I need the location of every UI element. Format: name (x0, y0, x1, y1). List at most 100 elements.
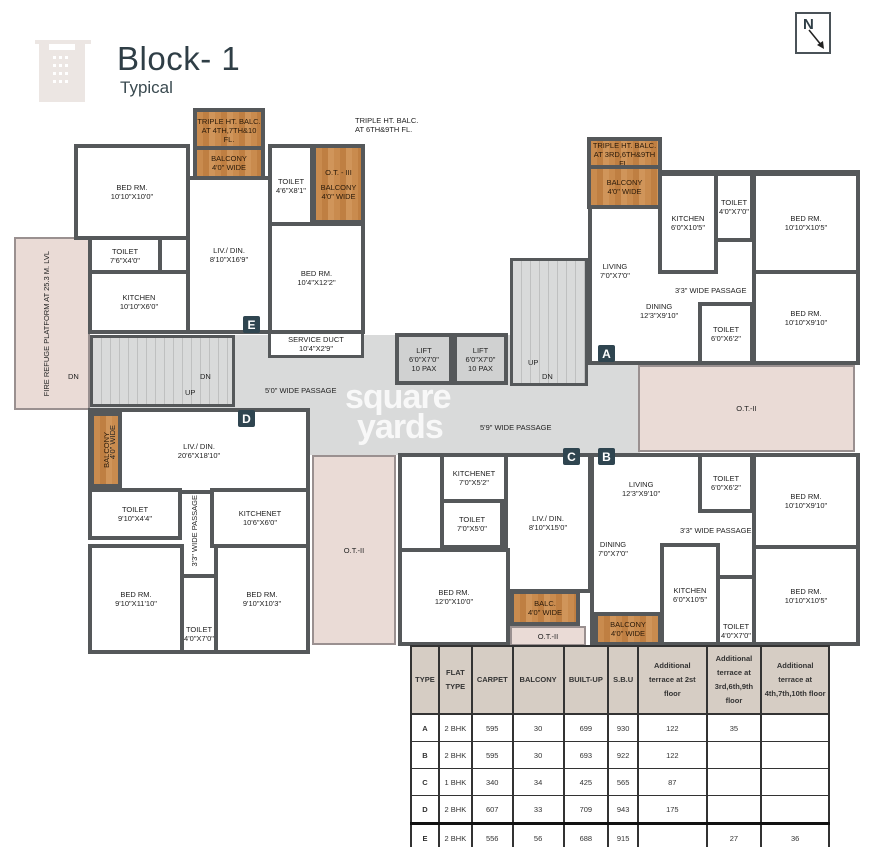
column-header: BALCONY (511, 645, 565, 715)
bedroom: BED RM.12'0"X10'0" (398, 548, 510, 646)
room-size: 10'10"X9'10" (784, 317, 828, 327)
building-icon (35, 40, 91, 102)
table-cell (705, 795, 763, 824)
table-cell: 27 (705, 822, 763, 847)
bedroom: BED RM.10'10"X9'10" (752, 270, 860, 365)
table-cell: 699 (562, 713, 610, 742)
table-cell: 709 (562, 795, 610, 824)
room-size: 4'0" WIDE (527, 608, 563, 617)
room-size: 12'0"X10'0" (434, 597, 474, 606)
stair-up-label: UP (185, 388, 196, 397)
table-cell: 425 (562, 768, 610, 796)
room-name: LIV./ DIN. (183, 442, 215, 451)
table-cell: 693 (562, 741, 610, 769)
room-size: 9'10"X4'4" (117, 514, 153, 523)
bedroom: BED RM.9'10"X11'10" (88, 544, 184, 654)
room-name: KITCHENET (238, 509, 282, 518)
table-cell: 36 (760, 822, 830, 847)
balcony-size: 4'0" WIDE (108, 425, 117, 460)
stair-dn-label: DN (200, 372, 211, 381)
unit-badge-d: D (238, 410, 255, 427)
table-cell (760, 768, 830, 796)
room-name: TOILET (111, 247, 139, 256)
table-cell: 595 (470, 713, 514, 742)
table-cell (760, 713, 830, 742)
room-size: 4'0" WIDE (321, 191, 356, 201)
table-cell (760, 741, 830, 769)
label-text: 7'0"X7'0" (598, 549, 628, 558)
room-name: KITCHENET (452, 469, 496, 478)
table-cell: 556 (470, 822, 514, 847)
stair-up-label: UP (528, 358, 539, 367)
room-name: O.T. - III (325, 167, 352, 177)
label-text: LIVING (602, 262, 628, 271)
table-cell: 87 (637, 768, 708, 796)
column-header: Additional terrace at 2st floor (637, 645, 708, 715)
table-cell: 30 (511, 713, 565, 742)
room-size: 6'0"x7'0" (465, 354, 496, 364)
room-size: 6'0"X6'2" (711, 333, 741, 343)
table-cell: 565 (607, 768, 640, 796)
open-terrace: O.T.-II (638, 365, 855, 452)
open-terrace: O.T.-II (510, 626, 586, 646)
table-cell: 2 BHK (437, 713, 473, 742)
table-cell (760, 795, 830, 824)
table-cell (705, 768, 763, 796)
room-size: 20'6"X18'10" (177, 451, 221, 460)
label-text: DINING (599, 540, 627, 549)
room-size: 4'0"X7'0" (721, 630, 751, 640)
bedroom: BED RM.10'10"X10'5" (752, 545, 860, 646)
staircase-right (510, 258, 588, 386)
table-cell: 175 (637, 795, 708, 824)
bedroom: BED RM.10'10"X10'0" (74, 144, 190, 240)
table-cell: 1 BHK (437, 768, 473, 796)
label-text: square (345, 378, 451, 416)
label-text: yards (357, 408, 444, 446)
room-name: TOILET (712, 474, 740, 483)
room-size: 6'0"x7'0" (409, 354, 439, 364)
room-name: TOILET (121, 505, 149, 514)
passage-label: 3'3" WIDE PASSAGE (675, 286, 747, 295)
room-name: BALCONY (606, 178, 643, 187)
room-size: 6'0"X10'5" (672, 594, 708, 604)
room-name: BALC. (534, 599, 556, 608)
room-name: BALCONY (320, 182, 357, 192)
room-size: 4'0" WIDE (610, 629, 646, 638)
room-size: 10 PAX (468, 363, 493, 373)
room-size: 4'0"X7'0" (719, 207, 749, 216)
room-name: BED RM. (438, 588, 470, 597)
living-dining: LIV./ DIN.8'10"X16'9" (186, 176, 272, 334)
bedroom: BED RM.10'4"X12'2" (268, 222, 365, 334)
column-header: Additional terrace at 4th,7th,10th floor (760, 645, 830, 715)
room-name: BED RM. (120, 590, 152, 599)
column-header: TYPE (410, 645, 440, 715)
table-cell: 30 (511, 741, 565, 769)
label-text: 12'3"X9'10" (640, 311, 679, 320)
triple-height-balcony: TRIPLE HT. BALC. AT 3RD,6TH&9TH FL. (587, 137, 662, 168)
room-name: BED RM. (790, 214, 822, 223)
bedroom: BED RM.10'10"X10'5" (752, 172, 860, 274)
room-name: BED RM. (246, 590, 278, 599)
room-size: 7'0"X5'0" (457, 524, 487, 533)
balcony: BALCONY (90, 412, 122, 488)
room-name: TOILET (458, 515, 486, 524)
room-size: 8'10"X15'0" (528, 523, 568, 532)
table-cell: 2 BHK (437, 822, 473, 847)
room-name: SERVICE DUCT (288, 335, 344, 344)
room-name: LIFT (472, 345, 489, 355)
label-text: LIVING (628, 480, 654, 489)
table-cell: 34 (511, 768, 565, 796)
column-header: CARPET (470, 645, 514, 715)
